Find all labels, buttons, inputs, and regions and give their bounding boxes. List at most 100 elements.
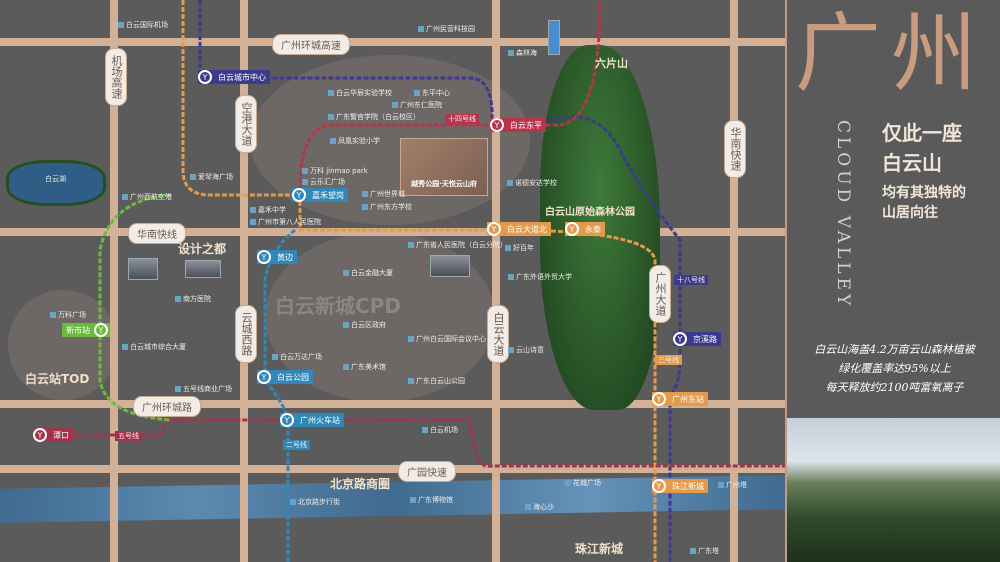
road: [240, 0, 248, 562]
road: [0, 38, 785, 46]
poi: 南方医院: [175, 294, 211, 304]
poi: 广东白云山公园: [408, 376, 465, 386]
area-label: 白云站TOD: [25, 372, 90, 386]
slogan-line: 均有其独特的: [882, 185, 966, 201]
poi: 白云机场: [422, 425, 458, 435]
road-label: 广州大道: [649, 265, 671, 323]
line-label: 十八号线: [674, 275, 708, 285]
landmark-image: [185, 260, 221, 278]
line-label: 十四号线: [445, 114, 479, 124]
metro-line-green-path: [98, 193, 171, 422]
panel-title: 广州: [795, 4, 987, 104]
slogan-line: 仅此一座: [882, 121, 962, 145]
road-label: 机场高速: [105, 48, 127, 106]
road: [492, 0, 500, 562]
landmark-image: [128, 258, 158, 280]
road-label: 广州环城高速: [272, 34, 350, 55]
road: [0, 400, 785, 408]
poi: 爱琴海广场: [190, 172, 233, 182]
road-label: 空港大道: [235, 95, 257, 153]
poi: 白云国际机场: [118, 20, 168, 30]
project-card[interactable]: 越秀公园·天悦云山府: [400, 138, 488, 196]
area-label: 六片山: [595, 57, 628, 70]
road: [0, 228, 785, 236]
poi: 白云金融大厦: [343, 268, 393, 278]
poi: 森林海: [508, 48, 537, 58]
map[interactable]: 广州环城高速 机场高速 空港大道 华南快线 云城西路 白云大道 广州大道 华南快…: [0, 0, 785, 562]
poi: 云乐汇广场: [302, 177, 345, 187]
poi: 东平中心: [414, 88, 450, 98]
poi: 广东省人民医院（白云分院）: [408, 240, 507, 250]
road-label: 白云大道: [487, 305, 509, 363]
line-label: 三号线: [655, 355, 682, 365]
poi: 诺德安达学校: [507, 178, 557, 188]
metro-line-blue-path: [263, 228, 296, 562]
line-label: 二号线: [283, 440, 310, 450]
poi: 白云万达广场: [272, 352, 322, 362]
area-label: 北京路商圈: [330, 477, 391, 491]
stat-line: 白云山海盖4.2万亩云山森林植被: [814, 343, 975, 356]
mountain-photo: [787, 418, 1000, 562]
metro-line-5-path: [40, 418, 785, 468]
road: [110, 0, 118, 562]
metro-line-14-path: [298, 0, 602, 191]
poi: 五号线商业广场: [175, 384, 232, 394]
poi: 北京路步行街: [290, 497, 340, 507]
poi: 万科广场: [50, 310, 86, 320]
slogan-line: 白云山: [882, 151, 942, 175]
poi: 广东外语外贸大学: [508, 272, 572, 282]
poi: 白云城市综合大厦: [122, 342, 186, 352]
poi: 广东博物馆: [410, 495, 453, 505]
slogan-line: 山居向往: [882, 205, 938, 221]
landmark-image: [548, 20, 560, 55]
stats-block: 白云山海盖4.2万亩云山森林植被 绿化覆盖率达95%以上 每天释放约2100吨富…: [787, 340, 1000, 397]
project-name: 越秀公园·天悦云山府: [411, 180, 477, 188]
road-label: 华南快线: [128, 223, 186, 244]
poi: 广州东仁医院: [392, 100, 442, 110]
baiyun-lake: [6, 160, 106, 206]
poi: 广州民营科技园: [418, 24, 475, 34]
poi: 广州塔: [718, 480, 747, 490]
poi: 广东警官学院（白云校区）: [328, 112, 420, 122]
poi: 广东塔: [690, 546, 719, 556]
poi: 广州白云国际会议中心: [408, 334, 486, 344]
poi: 花城广场: [565, 478, 601, 488]
stat-line: 绿化覆盖率达95%以上: [838, 362, 951, 375]
poi: 海心沙: [525, 502, 554, 512]
poi: 广州东方学校: [362, 202, 412, 212]
road-label: 云城西路: [235, 305, 257, 363]
poi: 白云区政府: [343, 320, 386, 330]
area-label: 白云山原始森林公园: [545, 207, 635, 218]
area-label: 设计之都: [178, 242, 227, 256]
road: [0, 465, 785, 473]
area-label: 白云湖: [45, 175, 66, 183]
poi: 凤凰实验小学: [330, 136, 380, 146]
poi: 广州世界城: [362, 189, 405, 199]
poi: 广东美术馆: [343, 362, 386, 372]
poi: 广州市第八人民医院: [250, 217, 321, 227]
road: [730, 0, 738, 562]
poi: 嘉禾中学: [250, 205, 286, 215]
area-label: 珠江新城: [575, 542, 624, 556]
poi: 好百年: [505, 243, 534, 253]
road-label: 广园快速: [398, 461, 456, 482]
area-label: 白云新城CPD: [275, 294, 401, 318]
road-label: 华南快速: [724, 120, 746, 178]
stat-line: 每天释放约2100吨富氧离子: [825, 381, 964, 394]
line-label: 五号线: [115, 431, 142, 441]
poi: 万科 jinmao park: [302, 166, 368, 176]
brand-text: CLOUD VALLEY: [833, 120, 853, 310]
